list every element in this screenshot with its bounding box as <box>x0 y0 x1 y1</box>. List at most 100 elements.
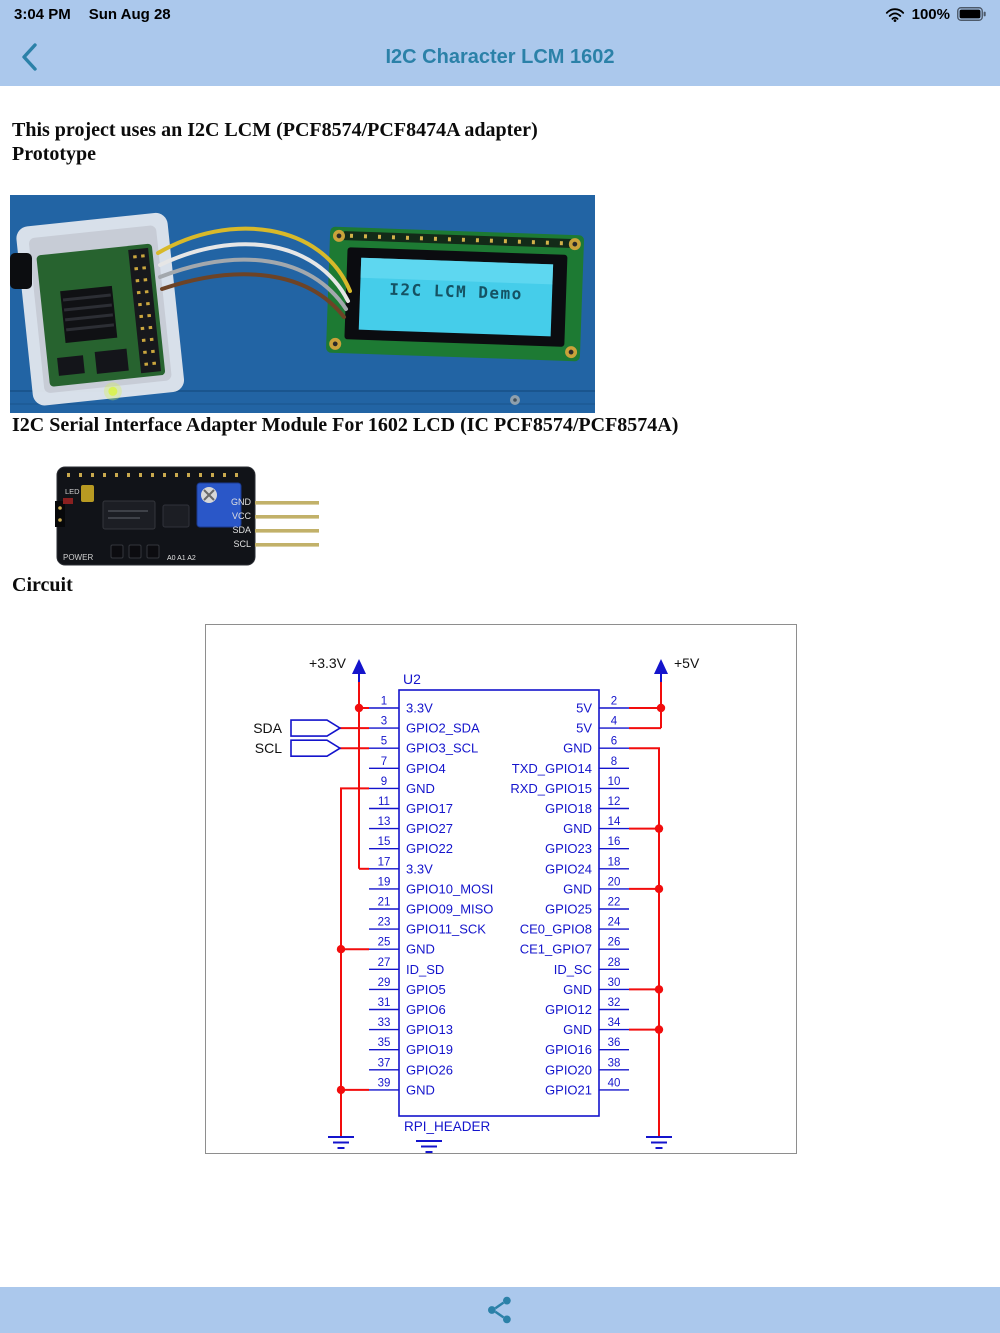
svg-text:32: 32 <box>608 997 621 1009</box>
adapter-module-photo: LED GND VCC SDA SCL POWER <box>55 461 335 573</box>
prototype-photo: I2C LCM Demo <box>10 195 595 413</box>
share-icon <box>485 1295 515 1325</box>
svg-text:RXD_GPIO15: RXD_GPIO15 <box>510 781 592 796</box>
pin-label-vcc: VCC <box>232 511 252 521</box>
svg-text:35: 35 <box>378 1037 391 1049</box>
svg-text:19: 19 <box>378 876 391 888</box>
svg-text:17: 17 <box>378 856 391 868</box>
svg-text:3: 3 <box>381 716 387 728</box>
svg-text:GPIO13: GPIO13 <box>406 1022 453 1037</box>
svg-text:23: 23 <box>378 917 391 929</box>
svg-text:GND: GND <box>406 781 435 796</box>
svg-text:GPIO25: GPIO25 <box>545 902 592 917</box>
pcf8574-chip <box>102 500 156 530</box>
svg-text:GPIO11_SCK: GPIO11_SCK <box>406 922 486 937</box>
svg-text:GPIO09_MISO: GPIO09_MISO <box>406 902 493 917</box>
status-bar: 3:04 PM Sun Aug 28 100% <box>0 0 1000 28</box>
svg-text:9: 9 <box>381 776 387 788</box>
usb-cable <box>10 253 32 289</box>
svg-text:RPI_HEADER: RPI_HEADER <box>404 1119 491 1134</box>
svg-text:30: 30 <box>608 977 621 989</box>
jumper-wires <box>156 226 352 319</box>
wifi-icon <box>885 7 905 22</box>
adapter-heading: I2C Serial Interface Adapter Module For … <box>12 414 679 436</box>
svg-text:GND: GND <box>406 942 435 957</box>
document-content: This project uses an I2C LCM (PCF8574/PC… <box>0 86 1000 1154</box>
svg-text:12: 12 <box>608 796 621 808</box>
svg-text:GPIO17: GPIO17 <box>406 801 453 816</box>
svg-text:TXD_GPIO14: TXD_GPIO14 <box>512 761 592 776</box>
battery-icon <box>957 7 986 21</box>
svg-text:1: 1 <box>381 696 387 708</box>
raspberry-pi-illustration <box>16 212 185 406</box>
svg-text:GPIO6: GPIO6 <box>406 1002 446 1017</box>
svg-text:18: 18 <box>608 856 621 868</box>
led-jumper-cap <box>81 485 94 502</box>
svg-text:6: 6 <box>611 736 617 748</box>
svg-text:7: 7 <box>381 756 387 768</box>
svg-text:GND: GND <box>563 1022 592 1037</box>
svg-text:8: 8 <box>611 756 617 768</box>
svg-text:GPIO21: GPIO21 <box>545 1082 592 1097</box>
status-time: 3:04 PM <box>14 5 71 23</box>
svg-text:34: 34 <box>608 1017 621 1029</box>
bottom-toolbar <box>0 1287 1000 1333</box>
svg-text:31: 31 <box>378 997 391 1009</box>
svg-text:26: 26 <box>608 937 621 949</box>
status-led <box>108 386 118 396</box>
svg-text:ID_SC: ID_SC <box>554 962 592 977</box>
svg-text:GPIO22: GPIO22 <box>406 841 453 856</box>
address-jumper-labels: A0 A1 A2 <box>167 555 196 562</box>
led-label: LED <box>65 487 80 496</box>
svg-text:4: 4 <box>611 716 618 728</box>
svg-text:3.3V: 3.3V <box>406 701 433 716</box>
svg-text:5V: 5V <box>576 701 592 716</box>
svg-text:36: 36 <box>608 1037 621 1049</box>
svg-text:GPIO19: GPIO19 <box>406 1042 453 1057</box>
svg-text:GPIO3_SCL: GPIO3_SCL <box>406 741 478 756</box>
svg-text:GPIO26: GPIO26 <box>406 1062 453 1077</box>
svg-text:GND: GND <box>406 1082 435 1097</box>
svg-text:27: 27 <box>378 957 391 969</box>
svg-text:GPIO18: GPIO18 <box>545 801 592 816</box>
svg-text:24: 24 <box>608 917 621 929</box>
svg-text:37: 37 <box>378 1057 391 1069</box>
svg-text:GPIO16: GPIO16 <box>545 1042 592 1057</box>
svg-text:22: 22 <box>608 897 621 909</box>
svg-text:20: 20 <box>608 876 621 888</box>
interface-pins <box>255 501 319 547</box>
battery-percent-label: 100% <box>911 5 950 23</box>
svg-text:+3.3V: +3.3V <box>309 655 347 671</box>
svg-text:2: 2 <box>611 696 617 708</box>
share-button[interactable] <box>482 1292 518 1328</box>
gpio-header <box>128 247 162 374</box>
svg-text:11: 11 <box>378 796 390 808</box>
power-label: POWER <box>63 553 93 562</box>
svg-text:U2: U2 <box>403 671 421 687</box>
pin-label-sda: SDA <box>232 525 251 535</box>
svg-text:39: 39 <box>378 1077 391 1089</box>
svg-text:5: 5 <box>381 736 387 748</box>
svg-text:GPIO23: GPIO23 <box>545 841 592 856</box>
svg-text:40: 40 <box>608 1077 621 1089</box>
svg-text:GPIO20: GPIO20 <box>545 1062 592 1077</box>
svg-text:5V: 5V <box>576 721 592 736</box>
svg-text:13: 13 <box>378 816 391 828</box>
svg-text:GPIO2_SDA: GPIO2_SDA <box>406 721 480 736</box>
lcd-module-illustration: I2C LCM Demo <box>326 226 584 362</box>
svg-text:10: 10 <box>608 776 621 788</box>
svg-text:33: 33 <box>378 1017 391 1029</box>
svg-text:29: 29 <box>378 977 391 989</box>
pin-label-scl: SCL <box>233 539 251 549</box>
back-button[interactable] <box>12 39 48 75</box>
svg-text:SDA: SDA <box>253 720 282 736</box>
svg-text:GPIO10_MOSI: GPIO10_MOSI <box>406 881 493 896</box>
led-connector <box>55 501 65 527</box>
svg-text:SCL: SCL <box>255 740 282 756</box>
svg-text:38: 38 <box>608 1057 621 1069</box>
svg-text:GND: GND <box>563 741 592 756</box>
svg-text:CE0_GPIO8: CE0_GPIO8 <box>520 922 592 937</box>
rpi-header-symbol <box>398 689 600 1117</box>
